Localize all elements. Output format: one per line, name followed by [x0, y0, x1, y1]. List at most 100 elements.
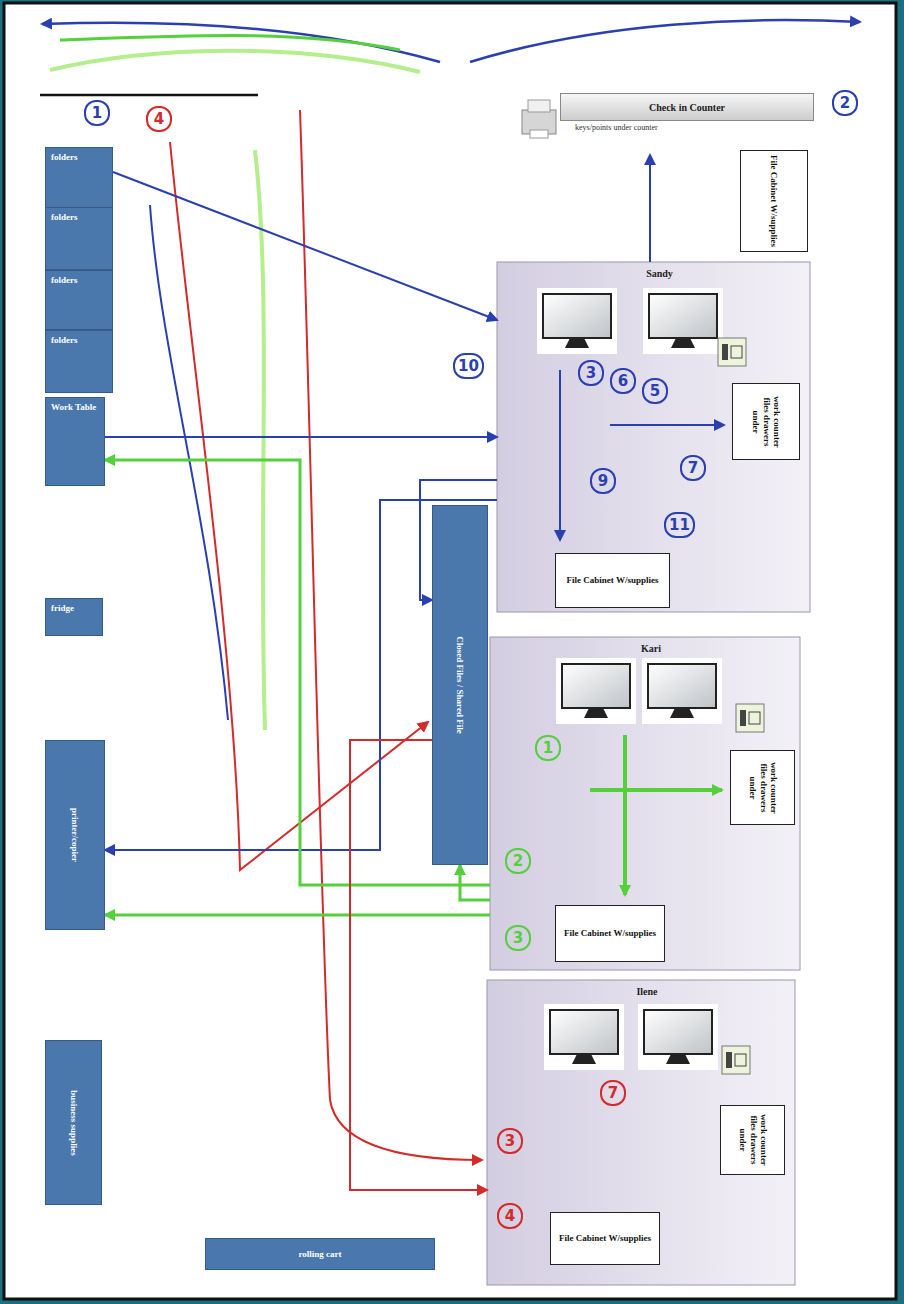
callout-number: 4	[146, 106, 172, 132]
walk-path	[150, 205, 228, 720]
rolling-cart: rolling cart	[205, 1238, 435, 1270]
monitor-pad	[556, 658, 636, 724]
walk-connector	[105, 460, 490, 885]
walk-connector	[105, 914, 490, 917]
walk-connector	[105, 436, 497, 438]
monitor-screen	[644, 1010, 712, 1054]
monitor	[643, 288, 723, 354]
folder-shelf: folders	[45, 147, 113, 208]
file-cabinet: File Cabinet W/supplies	[555, 905, 665, 962]
business-supplies: business supplies	[45, 1040, 102, 1205]
printer-icon	[522, 100, 556, 138]
phone-body	[718, 338, 746, 366]
door-line	[40, 94, 258, 97]
phone-keypad	[749, 712, 760, 724]
check-in-counter: Check in Counter keys/points under counte…	[520, 93, 814, 155]
node-label: Closed Files / Shared File	[455, 510, 465, 860]
monitor-screen	[550, 1010, 618, 1054]
callout-number: 10	[453, 353, 484, 379]
node-label: File Cabinet W/supplies	[561, 572, 665, 588]
walk-path	[623, 735, 627, 895]
walk-connector	[460, 865, 490, 900]
walk-path	[610, 424, 724, 426]
callout-number: 1	[535, 735, 561, 761]
printer-paper	[530, 130, 548, 138]
phone	[718, 338, 746, 366]
monitor-pad	[537, 288, 617, 354]
callout-number: 7	[600, 1080, 626, 1106]
monitor	[544, 1004, 624, 1070]
work-area	[497, 262, 810, 612]
callout-number: 2	[505, 848, 531, 874]
node-label: File Cabinet W/supplies	[553, 1230, 657, 1246]
work-area	[490, 637, 800, 970]
monitor-screen	[543, 294, 611, 338]
node-label: Kari	[490, 637, 812, 655]
folder-shelf: folders	[45, 330, 113, 393]
callout-number: 5	[642, 378, 668, 404]
callout-number: 1	[84, 100, 110, 126]
work-counter: work counter files drawers under	[720, 1105, 785, 1175]
monitor-pad	[643, 288, 723, 354]
node-note: keys/points under counter	[575, 123, 814, 132]
work-counter: work counter files drawers under	[732, 383, 800, 460]
node-label: File Cabinet W/supplies	[769, 155, 779, 247]
monitor-stand	[565, 338, 589, 348]
walk-path	[255, 150, 265, 730]
printer-tray	[528, 100, 550, 112]
fridge: fridge	[45, 598, 103, 636]
phone-handset	[726, 1052, 732, 1068]
phone	[722, 1046, 750, 1074]
callout-number: 2	[832, 90, 858, 116]
monitor-stand	[666, 1054, 690, 1064]
walk-path	[42, 23, 440, 62]
callout-number: 4	[497, 1203, 523, 1229]
walk-path	[60, 36, 400, 50]
paper	[4, 3, 896, 1299]
callout-number: 6	[610, 368, 636, 394]
monitor-stand	[670, 708, 694, 718]
node-label: printer/copier	[70, 745, 80, 925]
node-label: Check in Counter	[560, 93, 814, 121]
monitor-screen	[648, 664, 716, 708]
work-table: Work Table	[45, 397, 105, 486]
node-label: rolling cart	[292, 1249, 347, 1259]
monitor	[556, 658, 636, 724]
node-label: Ilene	[487, 980, 807, 998]
node-label: work counter files drawers under	[737, 1110, 768, 1170]
monitor-screen	[649, 294, 717, 338]
callout-number: 11	[664, 512, 695, 538]
callout-number: 3	[497, 1128, 523, 1154]
node-label: folders	[46, 271, 112, 289]
shared-files: Closed Files / Shared File	[432, 505, 488, 865]
phone-body	[736, 704, 764, 732]
callout-number: 9	[590, 468, 616, 494]
work-area: Ilene work counter files drawers underFil…	[487, 980, 807, 1297]
file-cabinet: File Cabinet W/supplies	[550, 1212, 660, 1265]
phone-keypad	[735, 1054, 746, 1066]
walk-connector	[649, 155, 651, 262]
phone-keypad	[731, 346, 742, 358]
file-cabinet: File Cabinet W/supplies	[740, 150, 808, 252]
monitor-stand	[572, 1054, 596, 1064]
printer-copier: printer/copier	[45, 740, 105, 930]
file-cabinet: File Cabinet W/supplies	[555, 553, 670, 608]
walk-connector	[113, 172, 497, 320]
monitor-pad	[638, 1004, 718, 1070]
walk-path	[590, 788, 722, 792]
walk-path	[50, 51, 420, 72]
work-area	[487, 980, 795, 1285]
monitor-stand	[584, 708, 608, 718]
monitor-pad	[642, 658, 722, 724]
phone	[736, 704, 764, 732]
callout-number: 7	[680, 455, 706, 481]
node-label: folders	[46, 208, 112, 226]
phone-body	[722, 1046, 750, 1074]
phone-handset	[740, 710, 746, 726]
phone-handset	[722, 344, 728, 360]
monitor-pad	[544, 1004, 624, 1070]
node-label: fridge	[46, 599, 102, 617]
node-label: work counter files drawers under	[747, 755, 778, 820]
work-counter: work counter files drawers under	[730, 750, 795, 825]
